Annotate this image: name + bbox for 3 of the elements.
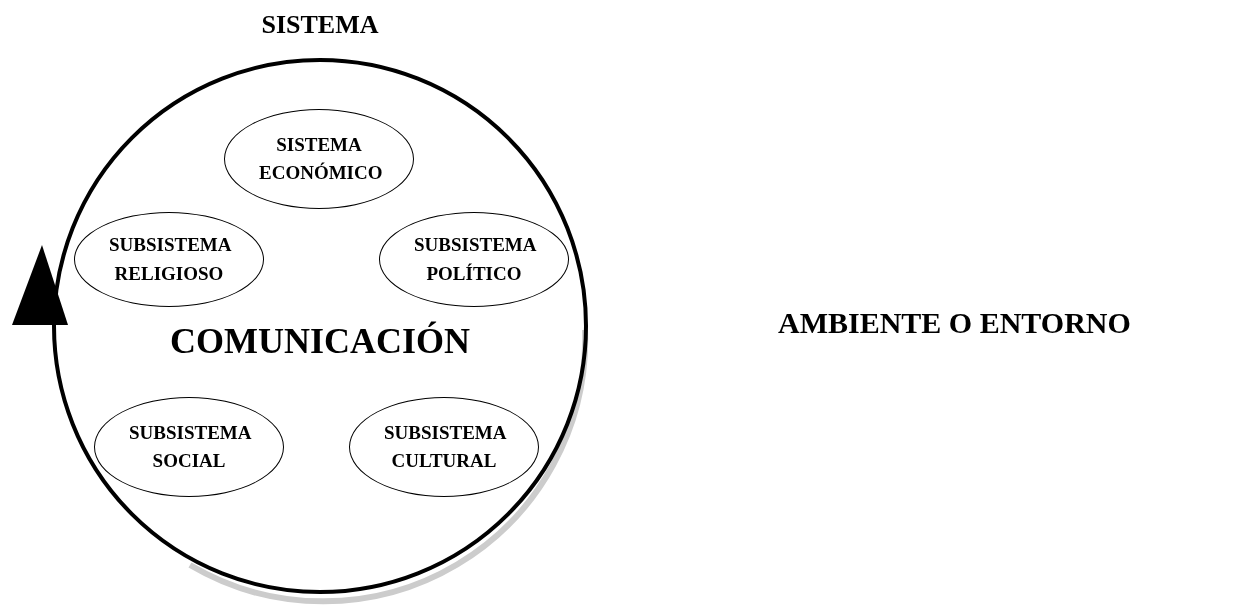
environment-label: AMBIENTE O ENTORNO [778,306,1131,340]
system-title: SISTEMA [261,10,379,40]
center-label: COMUNICACIÓN [170,320,470,362]
